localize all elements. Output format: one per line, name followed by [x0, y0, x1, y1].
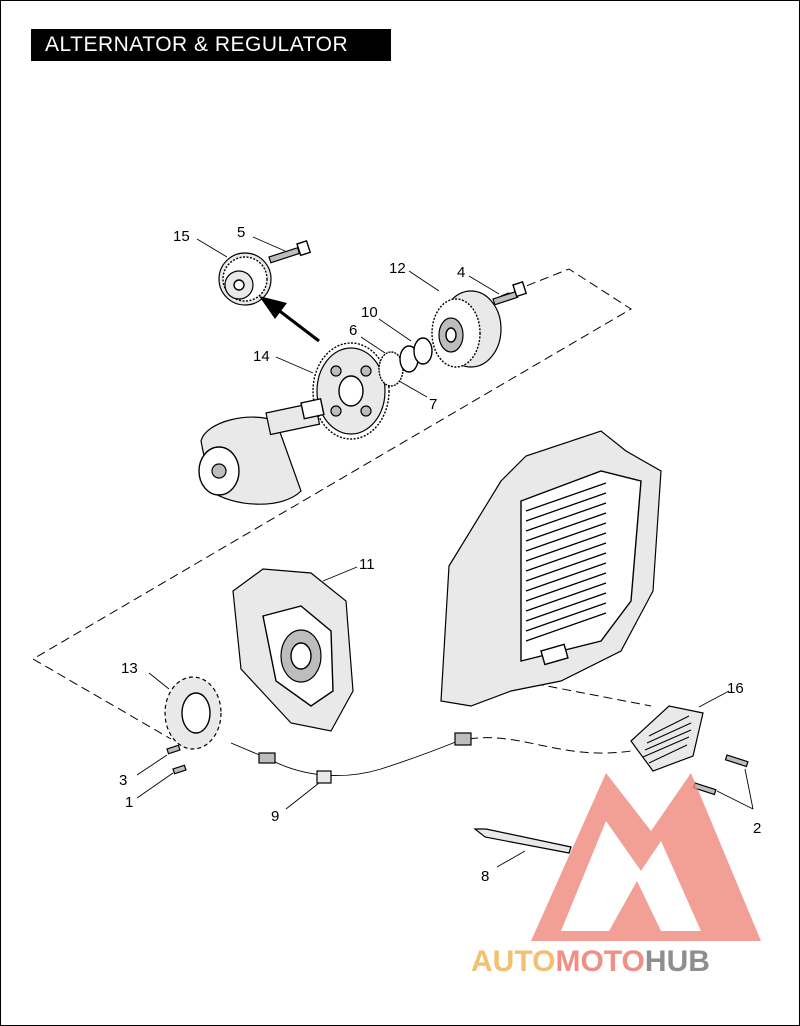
screws-2	[692, 754, 749, 796]
assembly-boundary	[32, 268, 632, 740]
engine-cover-housing	[440, 430, 662, 707]
callout-14: 14	[253, 348, 270, 365]
diagram-title: ALTERNATOR & REGULATOR	[31, 29, 391, 61]
screws-1-3	[166, 744, 187, 775]
callout-9: 9	[271, 808, 279, 825]
callout-2: 2	[753, 820, 761, 837]
watermark-part-auto: AUTO	[471, 945, 556, 978]
callout-16: 16	[727, 680, 744, 697]
callout-1: 1	[125, 794, 133, 811]
bolt-5	[268, 240, 312, 264]
rotor-12	[431, 290, 502, 368]
watermark-part-hub: HUB	[644, 945, 710, 978]
callout-15: 15	[173, 228, 190, 245]
callout-11: 11	[359, 556, 375, 573]
callout-7: 7	[429, 396, 437, 413]
gear-15	[218, 252, 272, 306]
regulator-wire-route	[468, 737, 632, 754]
assembly-arrow	[259, 296, 320, 343]
callout-4: 4	[457, 264, 465, 281]
watermark-logo-icon	[531, 773, 761, 941]
regulator-16	[630, 705, 704, 772]
callout-6: 6	[349, 322, 357, 339]
crankshaft	[198, 398, 325, 505]
callout-3: 3	[119, 772, 127, 789]
strap-8	[473, 828, 572, 854]
harness-9	[230, 732, 472, 784]
watermark-part-moto: MOTO	[555, 945, 645, 978]
callout-12: 12	[389, 260, 406, 277]
gear-14	[312, 342, 390, 440]
callout-5: 5	[237, 224, 245, 241]
leader-lines	[136, 236, 754, 868]
bearing-rings	[378, 337, 433, 387]
callout-8: 8	[481, 868, 489, 885]
cover-11	[232, 568, 354, 732]
watermark-text: AUTOMOTOHUB	[471, 945, 710, 979]
stator-13	[164, 676, 222, 750]
bolt-4	[492, 281, 528, 306]
callout-10: 10	[361, 304, 378, 321]
callout-labels: 15 5 12 4 10 6 14 7 11 13 16 3 1 9 2 8	[119, 224, 761, 885]
callout-13: 13	[121, 660, 138, 677]
